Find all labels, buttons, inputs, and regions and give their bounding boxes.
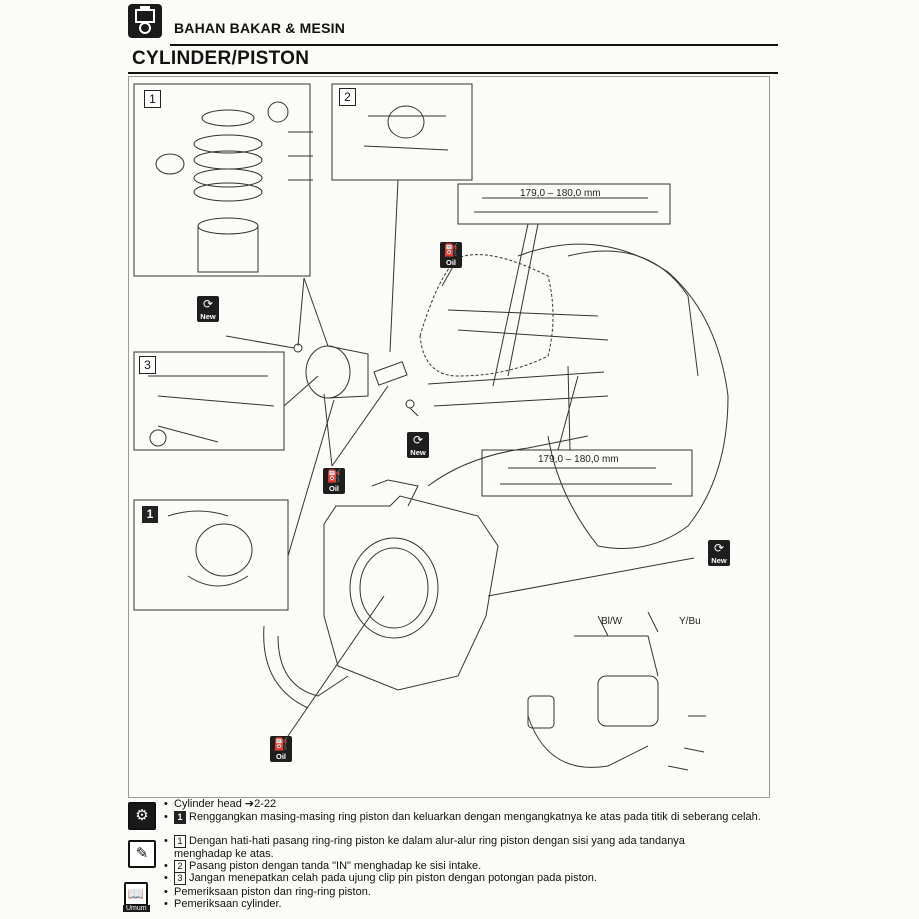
replace-icon: ⟳ xyxy=(412,433,424,447)
oil-badge: ⛽ Oil xyxy=(440,242,462,268)
oil-can-icon: ⛽ xyxy=(273,737,289,751)
piston xyxy=(305,345,351,399)
new-part-badge: ⟳ New xyxy=(197,296,219,322)
inset-piston-rings-frame xyxy=(133,83,311,277)
replace-icon: ⟳ xyxy=(202,297,214,311)
note-inspect-piston: •Pemeriksaan piston dan ring-ring piston… xyxy=(164,886,371,898)
piston-pin xyxy=(373,361,408,386)
installation-icon: ✎ xyxy=(128,840,156,868)
dimension-box-top xyxy=(457,183,671,225)
new-part-badge: ⟳ New xyxy=(407,432,429,458)
wire-label-y-bu: Y/Bu xyxy=(679,616,701,627)
new-part-badge: ⟳ New xyxy=(708,540,730,566)
cylinder-block xyxy=(323,495,499,691)
title-rule xyxy=(128,72,778,74)
dimension-box-bottom xyxy=(481,449,693,497)
inset-clip-gap-frame xyxy=(133,351,285,451)
page-title: CYLINDER/PISTON xyxy=(132,48,310,69)
oil-can-icon: ⛽ xyxy=(326,469,342,483)
oil-badge: ⛽ Oil xyxy=(323,468,345,494)
replace-icon: ⟳ xyxy=(713,541,725,555)
section-title: BAHAN BAKAR & MESIN xyxy=(174,20,346,36)
diagram-frame xyxy=(128,76,770,798)
dimension-label-top: 179,0 – 180,0 mm xyxy=(520,188,601,199)
dimension-label-bottom: 179,0 – 180,0 mm xyxy=(538,454,619,465)
wire-label-bl-w: Bl/W xyxy=(601,616,623,627)
note-inspect-cylinder: •Pemeriksaan cylinder. xyxy=(164,898,282,910)
book-icon: 📖 xyxy=(124,882,148,906)
removal-icon: ⚙ xyxy=(128,802,156,830)
exploded-view-diagram xyxy=(133,83,729,771)
engine-section-icon xyxy=(128,4,162,38)
oil-badge: ⛽ Oil xyxy=(270,736,292,762)
callout-3-clip-gap: 3 xyxy=(139,356,156,374)
header-rule xyxy=(170,44,778,46)
callout-2-pin-clip: 2 xyxy=(339,88,356,106)
ignition-coil xyxy=(597,675,659,727)
umum-label: Umum xyxy=(123,905,150,912)
inset-pin-clip-frame xyxy=(331,83,473,181)
cylinder-bore xyxy=(349,537,439,639)
oil-can-icon: ⛽ xyxy=(443,243,459,257)
callout-1-ring-removal: 1 xyxy=(142,506,158,523)
note-reference: •Cylinder head ➔2-22 xyxy=(164,798,277,810)
cam-chain xyxy=(419,254,554,377)
callout-1-piston-rings: 1 xyxy=(144,90,161,108)
